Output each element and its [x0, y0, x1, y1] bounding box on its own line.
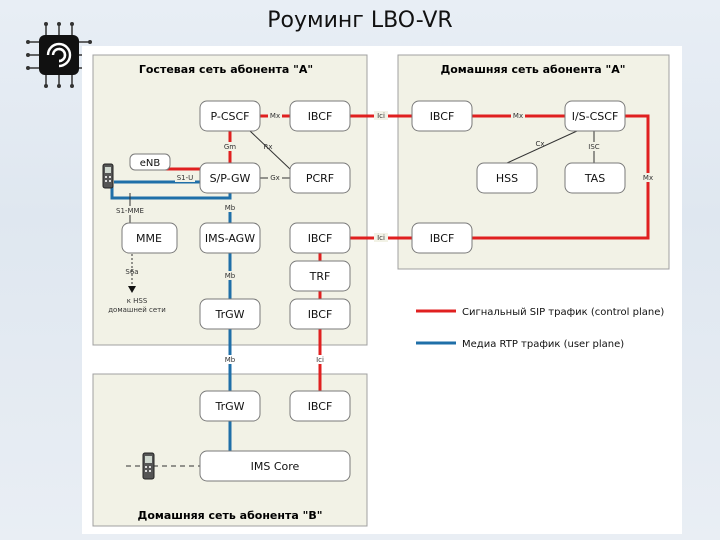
link-label-mb3: Mb [225, 356, 236, 364]
link-label-ici3: Ici [316, 356, 324, 364]
node-tas-label: TAS [584, 172, 605, 185]
phone-a-icon [102, 163, 114, 189]
node-tas [564, 162, 626, 194]
node-imscore-label: IMS Core [251, 460, 300, 473]
link-label-mb1: Mb [225, 204, 236, 212]
node-ibcf-a1-label: IBCF [430, 110, 455, 123]
link-rx [249, 130, 291, 170]
node-spgw-label: S/P-GW [210, 172, 251, 185]
link-label-s1u: S1-U [177, 174, 194, 182]
node-ibcf-g1-label: IBCF [308, 110, 333, 123]
node-imsagw [199, 222, 261, 254]
node-pcrf [289, 162, 351, 194]
zone-home-b-title: Домашняя сеть абонента "B" [138, 509, 323, 522]
node-iscscf [564, 100, 626, 132]
link-label-mx3: Mx [643, 174, 653, 182]
node-spgw [199, 162, 261, 194]
node-trgw-g-label: TrGW [214, 308, 244, 321]
node-pcscf-label: P-CSCF [210, 110, 249, 123]
node-ibcf-a2-label: IBCF [430, 232, 455, 245]
node-enb [129, 153, 171, 171]
zone-guest-title: Гостевая сеть абонента "A" [139, 63, 313, 76]
node-ibcf-g3 [289, 298, 351, 330]
node-ibcf-g2-label: IBCF [308, 232, 333, 245]
node-trgw-b-label: TrGW [214, 400, 244, 413]
node-trf [289, 260, 351, 292]
node-pcrf-label: PCRF [306, 172, 334, 185]
node-trgw-g [199, 298, 261, 330]
link-label-s6a: S6a [125, 268, 138, 276]
link-label-ici1: Ici [377, 112, 385, 120]
node-ibcf-g1 [289, 100, 351, 132]
legend-rtp-label: Медиа RTP трафик (user plane) [462, 339, 624, 350]
roaming-diagram: Гостевая сеть абонента "A" Домашняя сеть… [82, 46, 682, 534]
node-mme-label: MME [136, 232, 162, 245]
node-pcscf [199, 100, 261, 132]
link-label-s1mme: S1-MME [116, 207, 144, 215]
node-imscore [199, 450, 351, 482]
slide-title: Роуминг LBO-VR [267, 8, 453, 33]
node-ibcf-g2 [289, 222, 351, 254]
node-hss [476, 162, 538, 194]
link-label-gx: Gx [270, 174, 280, 182]
hss-ref-line2: домашней сети [108, 306, 166, 314]
node-ibcf-g3-label: IBCF [308, 308, 333, 321]
node-hss-label: HSS [496, 172, 518, 185]
node-enb-label: eNB [140, 158, 161, 169]
zone-home-a-title: Домашняя сеть абонента "A" [440, 63, 625, 76]
s6a-arrow-icon [128, 286, 136, 293]
link-label-rx: Rx [263, 143, 272, 151]
link-ue-spgw-loop [110, 179, 232, 200]
node-trf-label: TRF [309, 270, 331, 283]
phone-b-icon [142, 452, 155, 480]
node-ibcf-a1 [411, 100, 473, 132]
link-label-isc: ISC [588, 143, 600, 151]
node-trgw-b [199, 390, 261, 422]
link-label-mx2: Mx [513, 112, 523, 120]
node-ibcf-b-label: IBCF [308, 400, 333, 413]
node-imsagw-label: IMS-AGW [205, 232, 255, 245]
link-label-mb2: Mb [225, 272, 236, 280]
node-boxes [121, 100, 626, 482]
node-ibcf-a2 [411, 222, 473, 254]
link-cx [506, 130, 578, 164]
hss-ref-line1: к HSS [127, 297, 148, 305]
link-label-ici2: Ici [377, 234, 385, 242]
link-label-mx1: Mx [270, 112, 280, 120]
link-label-cx: Cx [535, 140, 544, 148]
node-ibcf-b [289, 390, 351, 422]
node-iscscf-label: I/S-CSCF [572, 110, 619, 123]
link-label-gm: Gm [224, 143, 236, 151]
node-mme [121, 222, 178, 254]
legend-sip-label: Сигнальный SIP трафик (control plane) [462, 307, 664, 318]
